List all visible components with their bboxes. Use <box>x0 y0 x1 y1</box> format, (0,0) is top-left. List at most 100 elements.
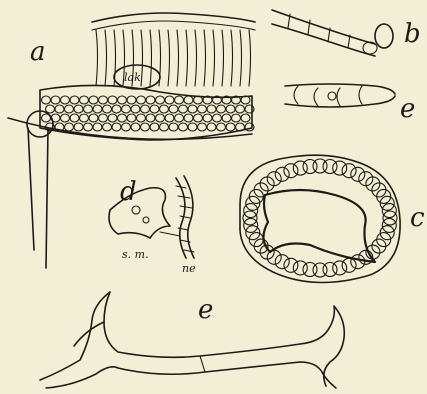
spongy-cell <box>137 114 146 122</box>
spongy-cell <box>175 114 184 122</box>
spongy-cell <box>112 105 121 113</box>
spongy-cell <box>179 123 188 131</box>
palisade-cell-wall <box>168 30 170 86</box>
spongy-cell <box>89 114 98 122</box>
palisade-cell-wall <box>96 30 98 86</box>
spongy-cell <box>70 114 79 122</box>
spongy-cell <box>74 105 83 113</box>
spongy-cell <box>226 105 235 113</box>
spongy-cell <box>93 105 102 113</box>
spongy-cells <box>42 96 255 131</box>
spongy-cell <box>112 123 121 131</box>
palisade-cell-wall <box>195 30 197 86</box>
spongy-cell <box>156 114 165 122</box>
spongy-cell <box>108 114 117 122</box>
palisade-cell-wall <box>177 30 179 86</box>
spongy-cell <box>131 105 140 113</box>
spongy-cell <box>99 96 108 104</box>
spongy-cell <box>222 114 231 122</box>
spongy-cell <box>213 114 222 122</box>
spongy-cell <box>74 123 83 131</box>
spongy-cell <box>70 96 79 104</box>
spongy-cell <box>160 123 169 131</box>
label-sm: s. m. <box>122 248 149 261</box>
panel-letter-b: b <box>404 19 421 49</box>
spongy-cell <box>61 96 70 104</box>
spongy-cell <box>188 123 197 131</box>
spongy-cell <box>141 105 150 113</box>
spongy-cell <box>127 114 136 122</box>
panel-letter-c: c <box>410 203 425 233</box>
spongy-cell <box>84 123 93 131</box>
spongy-cell <box>55 105 64 113</box>
panel-letter-d: d <box>120 177 137 207</box>
spongy-cell <box>103 123 112 131</box>
palisade-cell-wall <box>186 30 188 86</box>
spongy-cell <box>51 96 60 104</box>
ring-cell <box>303 263 317 277</box>
ring-cell <box>275 167 289 181</box>
ring-cell <box>342 164 356 178</box>
spongy-cell <box>165 114 174 122</box>
spongy-cell <box>217 123 226 131</box>
spongy-cell <box>194 114 203 122</box>
palisade-cell-wall <box>249 30 251 86</box>
spongy-cell <box>236 105 245 113</box>
spongy-cell <box>93 123 102 131</box>
palisade-cell-wall <box>105 30 107 86</box>
ring-cell <box>351 167 365 181</box>
spongy-cell <box>198 123 207 131</box>
panel-letter-a: a <box>30 37 46 67</box>
spongy-cell <box>61 114 70 122</box>
spongy-cell <box>99 114 108 122</box>
spongy-cell <box>169 123 178 131</box>
spongy-cell <box>156 96 165 104</box>
palisade-cell-wall <box>213 30 215 86</box>
panel-letter-e-bottom: e <box>198 295 213 325</box>
spongy-cell <box>184 114 193 122</box>
ring-cell <box>333 161 347 175</box>
panel-c-cavity <box>240 155 400 282</box>
spongy-cell <box>226 123 235 131</box>
palisade-cell-wall <box>150 30 152 86</box>
spongy-cell <box>108 96 117 104</box>
spongy-cell <box>146 114 155 122</box>
spongy-cell <box>122 105 131 113</box>
palisade-cell-wall <box>222 30 224 86</box>
spongy-cell <box>103 105 112 113</box>
ring-cell <box>275 255 289 269</box>
ring-cell <box>284 164 298 178</box>
spongy-cell <box>146 96 155 104</box>
spongy-cell <box>169 105 178 113</box>
palisade-cell-wall <box>240 30 242 86</box>
spongy-cell <box>241 114 250 122</box>
ring-cell <box>323 160 337 174</box>
spongy-cell <box>179 105 188 113</box>
spongy-cell <box>175 96 184 104</box>
spongy-cell <box>46 105 55 113</box>
panel-letter-e-top: e <box>400 94 415 124</box>
spongy-cell <box>131 123 140 131</box>
spongy-cell <box>65 123 74 131</box>
ring-cell <box>293 261 307 275</box>
spongy-cell <box>84 105 93 113</box>
spongy-cell <box>232 114 241 122</box>
spongy-cell <box>198 105 207 113</box>
spongy-cell <box>160 105 169 113</box>
ring-cell <box>284 258 298 272</box>
spongy-cell <box>80 114 89 122</box>
spongy-cell <box>203 114 212 122</box>
panel-b-cells <box>272 10 393 56</box>
palisade-cell-wall <box>204 30 206 86</box>
palisade-cells <box>96 30 251 86</box>
spongy-cell <box>65 105 74 113</box>
spongy-cell <box>137 96 146 104</box>
spongy-cell <box>80 96 89 104</box>
spongy-cell <box>122 123 131 131</box>
spongy-cell <box>150 105 159 113</box>
spongy-cell <box>184 96 193 104</box>
spongy-cell <box>150 123 159 131</box>
ring-cell <box>351 255 365 269</box>
